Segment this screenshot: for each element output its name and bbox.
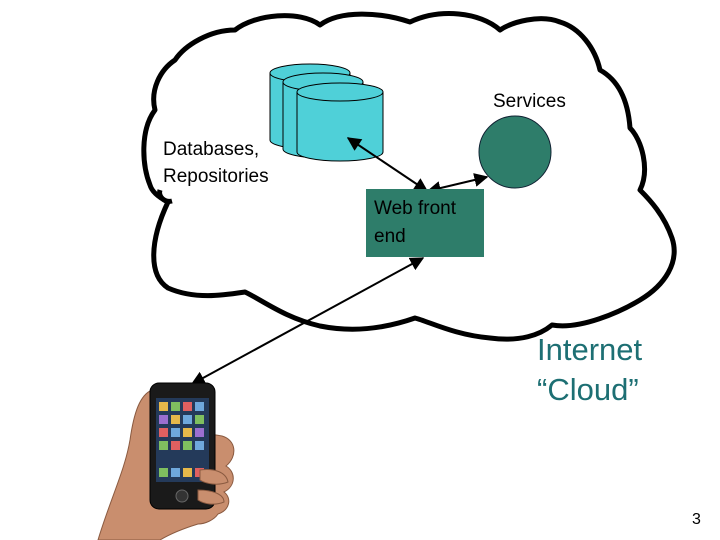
web-front-end-box: Web front end xyxy=(366,189,484,257)
databases-label: Databases, Repositories xyxy=(163,136,269,190)
page-number: 3 xyxy=(692,511,701,528)
internet-cloud-label: Internet “Cloud” xyxy=(537,330,642,410)
services-label: Services xyxy=(493,91,566,112)
arrow-web-to-phone xyxy=(190,257,425,385)
arrow-db-to-web xyxy=(346,137,429,192)
cloud-outline-hook xyxy=(157,189,173,204)
databases-label-line1: Databases, xyxy=(163,139,260,160)
cloud-label-line2: “Cloud” xyxy=(537,372,639,407)
arrow-service-to-web xyxy=(426,173,489,195)
smartphone-in-hand-icon xyxy=(97,382,235,540)
web-front-end-line1: Web front xyxy=(374,198,457,219)
service-circle-icon xyxy=(478,115,552,189)
cloud-label-line1: Internet xyxy=(537,332,643,367)
databases-label-line2: Repositories xyxy=(163,166,269,187)
web-front-end-line2: end xyxy=(374,226,406,247)
database-cylinder-icon xyxy=(296,82,384,162)
